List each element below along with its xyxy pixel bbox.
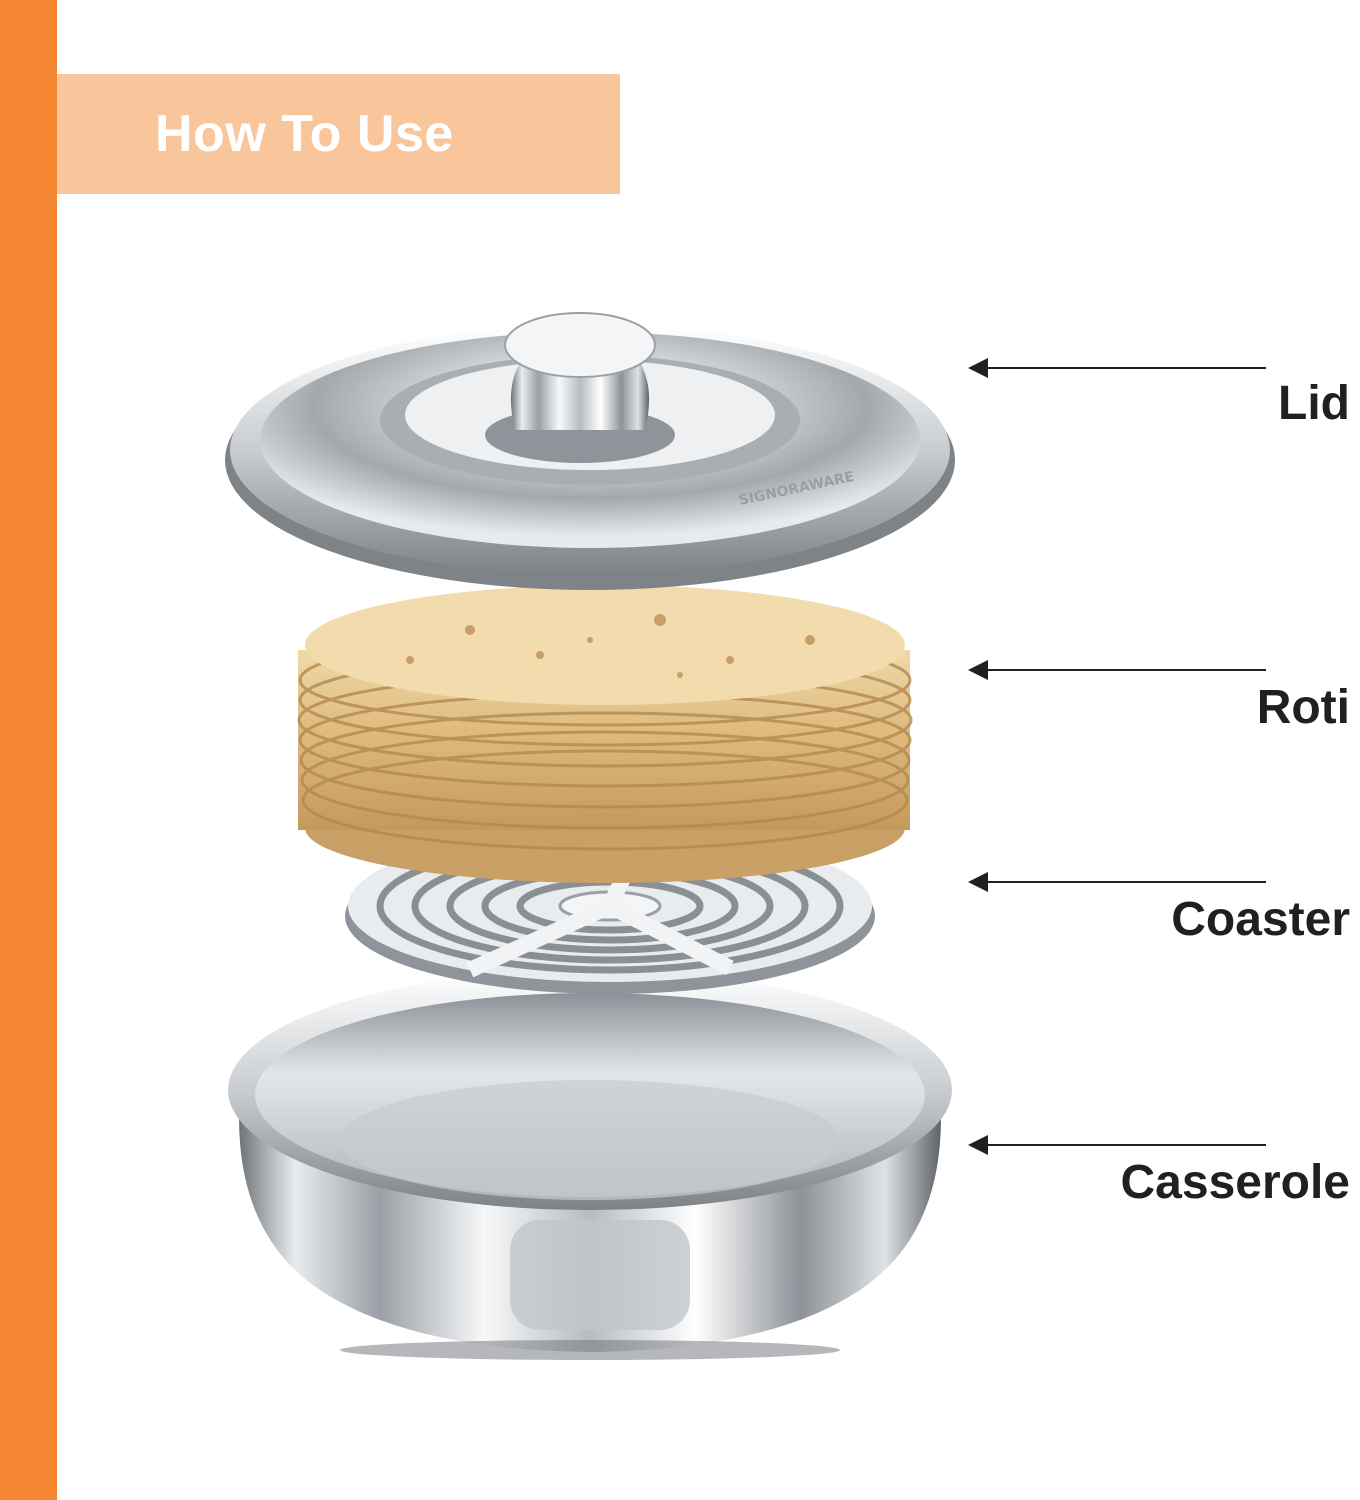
roti-arrow-icon: [968, 660, 1266, 680]
roti-casserole-illustration: SIGNORAWARE: [225, 312, 955, 1360]
label-casserole: Casserole: [1120, 1156, 1350, 1209]
label-coaster: Coaster: [1171, 893, 1350, 946]
accent-side-bar: [0, 0, 57, 1500]
lid-arrow-icon: [968, 358, 1266, 378]
header-banner: How To Use: [57, 74, 620, 194]
roti-stack-shape: [297, 585, 913, 883]
page-title: How To Use: [155, 105, 454, 163]
casserole-shape: [228, 970, 952, 1360]
label-lid: Lid: [1278, 377, 1350, 430]
coaster-arrow-icon: [968, 872, 1266, 892]
label-roti: Roti: [1256, 681, 1350, 734]
casserole-arrow-icon: [968, 1135, 1266, 1155]
lid-shape: SIGNORAWARE: [225, 312, 955, 590]
